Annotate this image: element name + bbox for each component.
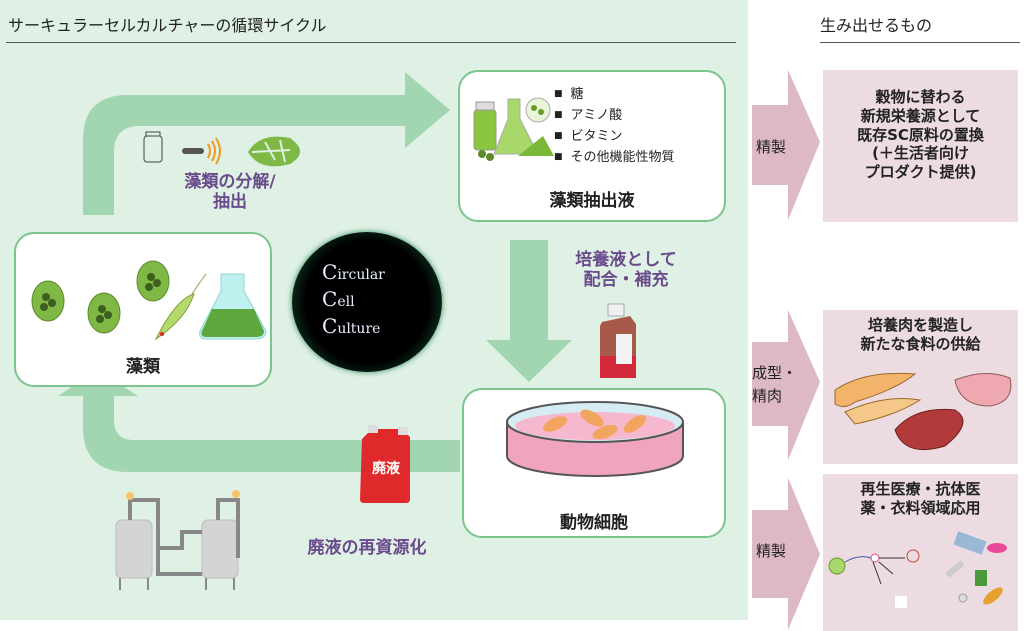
logo-word: ulture	[337, 321, 381, 337]
algae-illustration	[31, 260, 267, 341]
animal-cells-label: 動物細胞	[560, 513, 628, 533]
logo-initial: C	[322, 314, 338, 338]
ultrasonic-device-icon	[182, 148, 204, 154]
waste-tank-icon	[360, 425, 410, 503]
recycling-tanks-icon	[115, 490, 240, 590]
culture-flask-icon	[600, 303, 636, 378]
output-text-line: 培養肉を製造し	[867, 316, 973, 334]
meat-illustration	[834, 372, 1012, 451]
logo-word: ircular	[337, 267, 385, 283]
petri-dish-illustration	[506, 401, 684, 477]
output-text-line: 新規栄養源として	[860, 106, 981, 125]
title-divider	[6, 42, 736, 43]
algae-node: 藻類	[14, 232, 272, 387]
output-text-line: 再生医療・抗体医	[860, 480, 981, 498]
cycle-title: サーキュラーセルカルチャーの循環サイクル	[8, 16, 327, 35]
output-box-nutrient: 穀物に替わる 新規栄養源として 既存SC原料の置換 (＋生活者向け プロダクト提…	[823, 70, 1018, 222]
list-item: アミノ酸	[554, 105, 675, 126]
output-arrow-label: 精製	[756, 542, 787, 560]
output-text-line: プロダクト提供)	[864, 163, 977, 181]
output-arrow-label: 精製	[756, 138, 787, 156]
arrow-cells-to-algae	[58, 370, 460, 472]
output-arrows	[752, 70, 820, 630]
logo-text: Circular Cell Culture	[322, 260, 385, 341]
output-text-line: (＋生活者向け	[872, 144, 969, 163]
waste-tank-label: 廃液	[372, 461, 400, 477]
decompose-label-line: 抽出	[213, 192, 247, 213]
extract-contents-list: 糖 アミノ酸 ビタミン その他機能性物質	[554, 84, 675, 168]
extract-illustration	[473, 97, 554, 161]
recycle-label: 廃液の再資源化	[307, 538, 427, 558]
circular-cell-culture-logo: Circular Cell Culture	[292, 232, 442, 372]
decompose-icons	[143, 131, 300, 167]
output-text-line: 既存SC原料の置換	[857, 125, 984, 144]
list-item: ビタミン	[554, 126, 675, 147]
animal-cells-node: 動物細胞	[462, 388, 726, 538]
list-item: 糖	[554, 84, 675, 105]
output-arrow-refine-2	[752, 478, 820, 630]
output-box-medical: 再生医療・抗体医 薬・衣料領域応用	[823, 474, 1018, 631]
output-arrow-refine-1	[752, 70, 820, 220]
output-box-cultured-meat: 培養肉を製造し 新たな食料の供給	[823, 310, 1018, 464]
output-arrow-shaping	[752, 310, 820, 460]
output-title: 生み出せるもの	[820, 16, 933, 35]
decompose-label-line: 藻類の分解/	[184, 172, 276, 192]
output-arrow-label-line: 成型・	[752, 364, 798, 382]
logo-word: ell	[337, 294, 355, 310]
logo-initial: C	[322, 287, 338, 311]
culture-label: 培養液として 配合・補充	[556, 250, 696, 291]
output-text-line: 薬・衣料領域応用	[860, 498, 981, 517]
flow-arrows	[58, 72, 572, 472]
culture-label-line: 培養液として	[575, 250, 677, 270]
extract-node: 糖 アミノ酸 ビタミン その他機能性物質 藻類抽出液	[458, 70, 726, 222]
logo-initial: C	[322, 260, 338, 284]
output-text-line: 新たな食料の供給	[860, 334, 981, 353]
algae-label: 藻類	[126, 357, 160, 377]
output-title-divider	[820, 42, 1020, 43]
list-item: その他機能性物質	[554, 147, 675, 168]
medical-illustration	[828, 531, 1007, 608]
output-arrow-label: 成型・ 精肉	[752, 362, 797, 407]
output-arrow-label-line: 精肉	[752, 386, 783, 405]
arrow-algae-to-extract	[83, 72, 450, 215]
decompose-label: 藻類の分解/ 抽出	[160, 172, 300, 213]
arrow-extract-to-cells	[486, 240, 572, 382]
culture-label-line: 配合・補充	[583, 270, 669, 291]
output-text-line: 穀物に替わる	[875, 88, 966, 106]
extract-label: 藻類抽出液	[549, 191, 635, 211]
